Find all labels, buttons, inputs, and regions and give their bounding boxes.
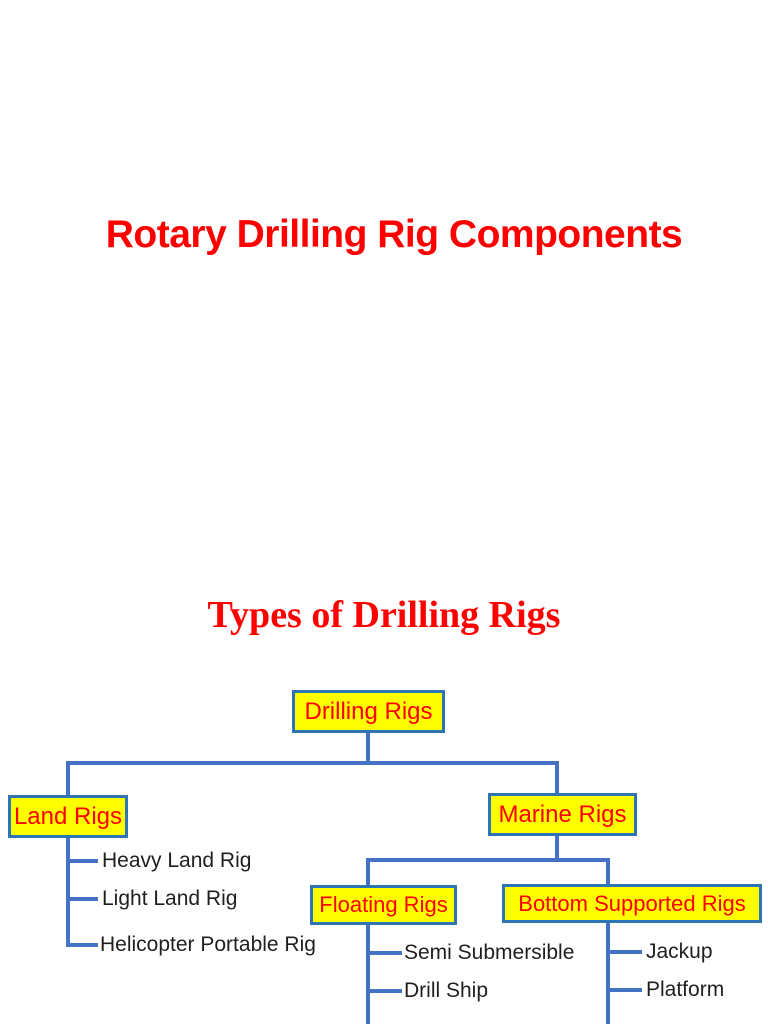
- leaf-jackup: Jackup: [646, 940, 713, 963]
- node-floating-rigs: Floating Rigs: [310, 885, 457, 925]
- node-bottom-supported-rigs: Bottom Supported Rigs: [502, 884, 762, 923]
- connector-tick-jackup: [606, 950, 642, 954]
- connector-tick-platform: [606, 988, 642, 992]
- connector-tick-semi-submersible: [366, 951, 402, 955]
- connector-tick-helicopter-portable-rig: [66, 943, 98, 947]
- leaf-heavy-land-rig: Heavy Land Rig: [102, 849, 252, 872]
- connector-bottom-supported-drop: [606, 858, 610, 886]
- connector-marine-drop: [555, 761, 559, 795]
- slide-title: Rotary Drilling Rig Components: [105, 213, 683, 256]
- node-marine-rigs: Marine Rigs: [488, 793, 637, 836]
- connector-floating-drop: [366, 858, 370, 887]
- connector-land-spine: [66, 836, 70, 947]
- connector-land-drop: [66, 761, 70, 797]
- diagram-heading: Types of Drilling Rigs: [207, 594, 561, 636]
- connector-floating-spine: [366, 925, 370, 1024]
- leaf-drill-ship: Drill Ship: [404, 979, 489, 1002]
- leaf-semi-submersible: Semi Submersible: [404, 941, 575, 964]
- leaf-helicopter-portable-rig: Helicopter Portable Rig: [100, 933, 316, 956]
- leaf-light-land-rig: Light Land Rig: [102, 887, 238, 910]
- connector-tick-heavy-land-rig: [66, 859, 98, 863]
- leaf-platform: Platform: [646, 978, 725, 1001]
- connector-root-stem: [366, 733, 370, 765]
- connector-bottom-supported-spine: [606, 923, 610, 1024]
- connector-sub-horizontal: [366, 858, 610, 862]
- connector-tick-drill-ship: [366, 989, 402, 993]
- connector-tick-light-land-rig: [66, 897, 98, 901]
- connector-main-horizontal: [66, 761, 559, 765]
- node-drilling-rigs: Drilling Rigs: [292, 690, 445, 733]
- connector-marine-stem: [555, 836, 559, 862]
- node-land-rigs: Land Rigs: [8, 795, 128, 838]
